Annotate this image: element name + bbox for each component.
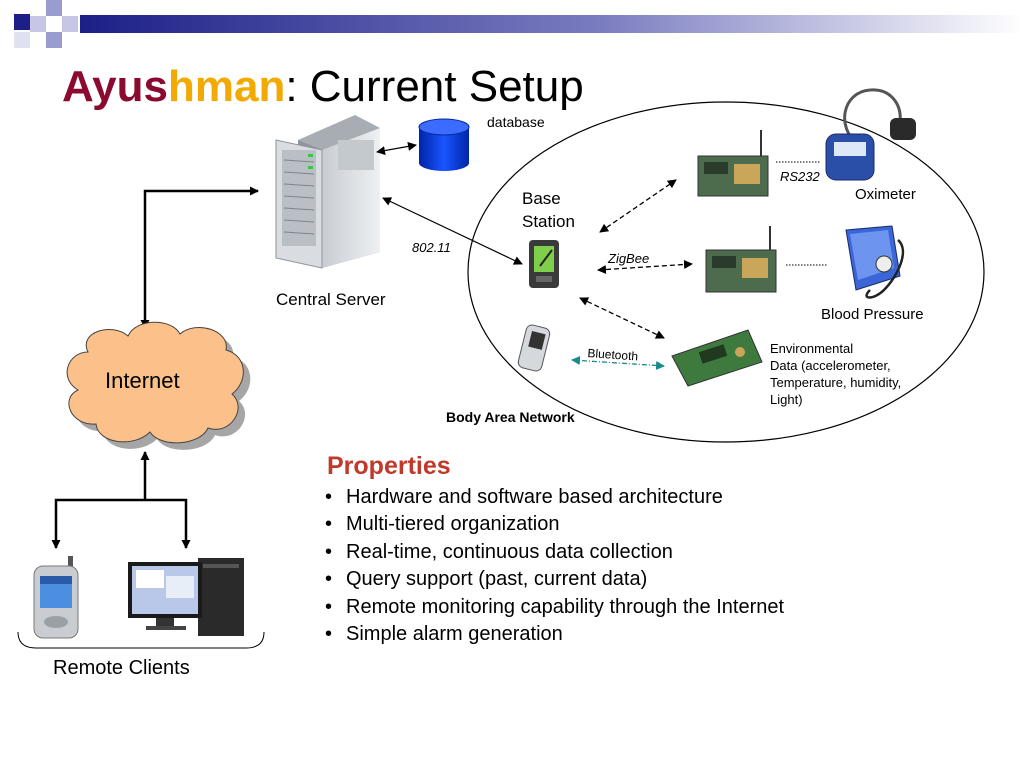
- body-area-network-label: Body Area Network: [446, 409, 575, 425]
- desktop-computer-icon: [128, 558, 244, 636]
- oximeter-label: Oximeter: [855, 186, 916, 203]
- database-label: database: [487, 114, 545, 130]
- blood-pressure-cuff-icon: [845, 225, 905, 299]
- bullet: •: [325, 568, 333, 591]
- properties-heading: Properties: [327, 452, 451, 480]
- list-item: • Simple alarm generation: [325, 621, 784, 648]
- pda-phone-icon: [33, 556, 79, 639]
- link-80211-label: 802.11: [412, 240, 451, 255]
- bullet: •: [325, 540, 333, 563]
- link-rs232-label: RS232: [780, 169, 820, 184]
- bullet: •: [325, 486, 333, 508]
- sensor-mote-zigbee-icon: [705, 226, 777, 293]
- central-server-label: Central Server: [276, 290, 386, 309]
- list-item: • Multi-tiered organization: [325, 511, 784, 538]
- zigbee-link-bottom: [579, 297, 665, 339]
- link-zigbee-label: ZigBee: [608, 251, 650, 266]
- list-item: • Hardware and software based architectur…: [325, 484, 784, 511]
- bullet: •: [325, 513, 333, 536]
- clients-branch: [51, 498, 191, 549]
- list-item: • Real-time, continuous data collection: [325, 539, 784, 566]
- property-text: Real-time, continuous data collection: [346, 540, 673, 563]
- remote-clients-bracket: [17, 631, 265, 649]
- oximeter-icon: [825, 88, 916, 181]
- body-area-network-boundary: [467, 101, 985, 443]
- property-text: Query support (past, current data): [346, 568, 648, 591]
- properties-list: • Hardware and software based architectur…: [325, 484, 784, 648]
- bullet: •: [325, 622, 333, 645]
- property-text: Multi-tiered organization: [346, 513, 560, 536]
- blood-pressure-label: Blood Pressure: [821, 306, 924, 323]
- list-item: • Remote monitoring capability through th…: [325, 594, 784, 621]
- base-station-label: Base Station: [522, 189, 575, 231]
- list-item: • Query support (past, current data): [325, 566, 784, 593]
- remote-clients-label: Remote Clients: [53, 657, 190, 679]
- central-server-icon: [275, 115, 380, 269]
- internet-label: Internet: [105, 368, 180, 393]
- environmental-sensor-board-icon: [671, 329, 763, 387]
- title-part-current-setup: : Current Setup: [285, 62, 584, 111]
- property-text: Remote monitoring capability through the…: [346, 595, 785, 618]
- title-part-ayus: Ayus: [62, 62, 168, 111]
- property-text: Hardware and software based architecture: [346, 486, 723, 508]
- bullet: •: [325, 595, 333, 618]
- zigbee-link-top: [599, 179, 677, 233]
- internet-cloud-icon: [66, 321, 251, 450]
- database-icon: [418, 118, 470, 171]
- title-part-hman: hman: [167, 62, 286, 111]
- slide-title: Ayushman: Current Setup: [62, 62, 584, 112]
- link-80211: [382, 197, 523, 265]
- slide-header-bar: [14, 0, 1024, 48]
- sensor-mote-rs232-icon: [697, 130, 769, 197]
- bluetooth-phone-icon: [517, 324, 551, 372]
- property-text: Simple alarm generation: [346, 622, 563, 645]
- internet-server-link: [140, 186, 259, 329]
- server-database-link: [376, 141, 417, 156]
- environmental-data-label: Environmental Data (accelerometer, Tempe…: [770, 341, 902, 407]
- base-station-pda-icon: [529, 240, 559, 288]
